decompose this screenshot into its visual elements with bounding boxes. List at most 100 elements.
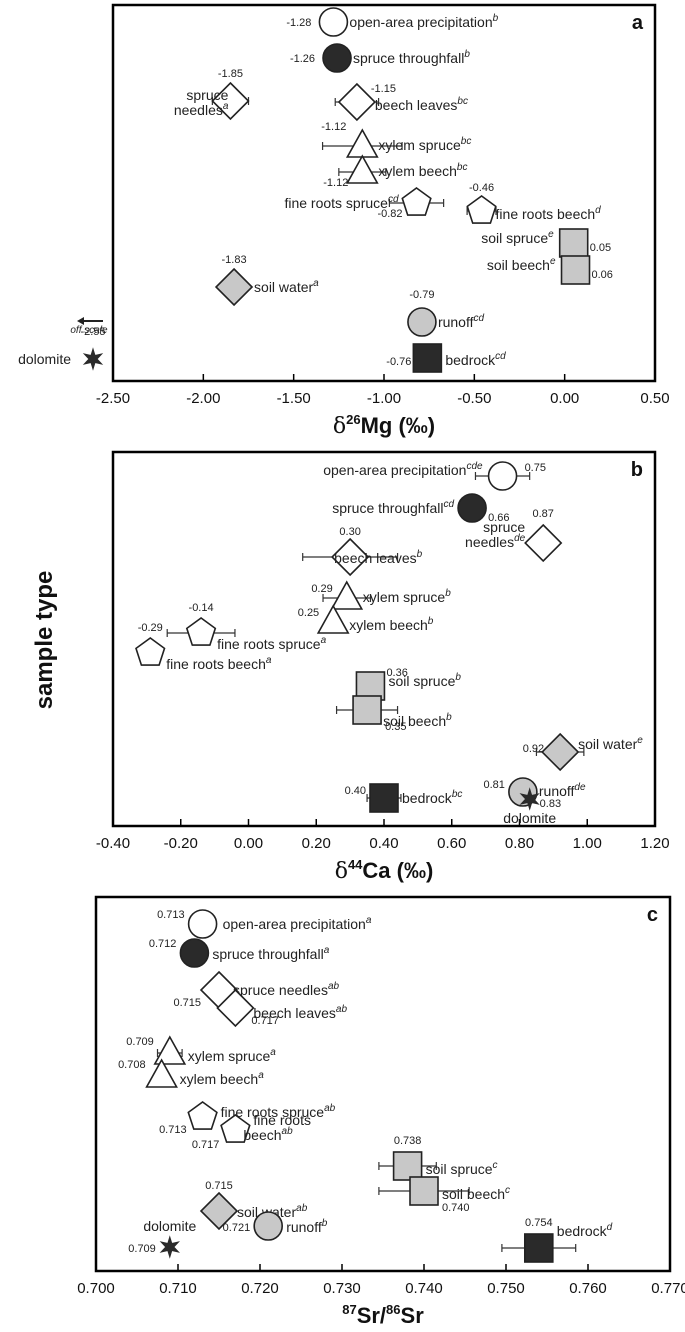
marker-diamond xyxy=(214,267,254,307)
point-label: open-area precipitationa xyxy=(223,915,372,932)
x-axis-title-sup2: 86 xyxy=(386,1302,400,1317)
marker-star xyxy=(82,347,104,371)
point-label-line1: spruce xyxy=(483,519,525,535)
marker-square xyxy=(523,1233,554,1263)
marker-circle xyxy=(487,461,518,491)
point-label-sup: b xyxy=(493,13,499,24)
value-label: 0.713 xyxy=(157,909,185,921)
point-label-text: bedrock xyxy=(557,1223,608,1239)
point-label-text: spruce needles xyxy=(233,982,328,998)
marker-square xyxy=(369,783,399,813)
marker-triangle xyxy=(316,604,350,634)
x-tick-label: 0.20 xyxy=(302,835,331,852)
value-label: 0.40 xyxy=(345,785,366,797)
value-label: 0.738 xyxy=(394,1135,422,1147)
point-label-text: soil spruce xyxy=(388,673,455,689)
marker-square xyxy=(558,228,589,258)
point-label-text: soil spruce xyxy=(426,1161,493,1177)
point-label-line1: spruce xyxy=(186,87,228,103)
point-label: beech leavesab xyxy=(253,1004,347,1021)
point-label-text: soil beech xyxy=(383,713,446,729)
point-label: bedrockd xyxy=(557,1222,613,1239)
value-label: 0.92 xyxy=(523,743,544,755)
value-label: -1.28 xyxy=(286,17,311,29)
point-label-text: dolomite xyxy=(18,351,71,367)
point-label: beech leavesb xyxy=(334,549,423,566)
point-label-sup: b xyxy=(417,549,423,560)
x-tick-label: -1.50 xyxy=(277,390,311,407)
value-label: 0.66 xyxy=(488,512,509,524)
x-tick-label: -1.00 xyxy=(367,390,401,407)
x-tick-label: 0.60 xyxy=(437,835,466,852)
marker-diamond xyxy=(541,732,580,772)
point-label-sup: cd xyxy=(473,313,484,324)
x-tick-label: 1.20 xyxy=(640,835,669,852)
marker-circle xyxy=(322,43,352,73)
x-tick-label: -2.50 xyxy=(96,390,130,407)
value-label: -0.29 xyxy=(138,622,163,634)
marker-triangle xyxy=(345,128,379,158)
value-label: -1.83 xyxy=(222,254,247,266)
value-label: -1.12 xyxy=(321,121,346,133)
point-label-sup: b xyxy=(455,672,461,683)
point-label-sup: c xyxy=(493,1160,498,1171)
point-label: open-area precipitationcde xyxy=(323,461,483,478)
x-axis-title-delta: δ xyxy=(335,859,348,884)
data-point: 0.66 spruce throughfallcd xyxy=(332,493,509,524)
point-label-text: beech leaves xyxy=(253,1005,336,1021)
point-label: xylem beechbc xyxy=(378,162,467,179)
marker-square xyxy=(409,1176,439,1206)
point-label-text: spruce throughfall xyxy=(332,500,443,516)
point-label-text: soil beech xyxy=(487,257,550,273)
point-label-line2: needlesde xyxy=(465,533,526,550)
value-label: 0.717 xyxy=(192,1139,220,1151)
point-label: fine roots beecha xyxy=(166,655,272,672)
value-label: 0.87 xyxy=(533,508,554,520)
point-label-text: bedrock xyxy=(402,790,453,806)
x-axis-title: 87Sr/86Sr xyxy=(342,1302,424,1328)
point-label-text: beech leaves xyxy=(334,550,417,566)
marker-triangle xyxy=(145,1058,178,1088)
marker-pentagon xyxy=(220,1114,251,1143)
x-tick-label: 0.00 xyxy=(550,390,579,407)
point-label-text: xylem beech xyxy=(180,1071,259,1087)
value-label: 0.25 xyxy=(298,607,319,619)
x-axis-title: δ44Ca (‰) xyxy=(335,857,434,884)
point-label: spruce throughfallcd xyxy=(332,499,454,516)
marker-diamond xyxy=(199,1191,239,1231)
point-label-text: xylem beech xyxy=(349,617,428,633)
point-label-text: xylem spruce xyxy=(363,589,446,605)
point-label: spruce throughfallb xyxy=(353,49,470,66)
point-label-sup: ab xyxy=(324,1103,336,1114)
point-label-sup: c xyxy=(505,1185,510,1196)
value-label: 0.75 xyxy=(525,462,546,474)
point-label-sup: a xyxy=(321,635,327,646)
point-label: fine roots spruceab xyxy=(221,1103,336,1120)
marker-diamond xyxy=(216,988,255,1028)
value-label: -2.55 xyxy=(80,326,105,338)
value-label: -0.76 xyxy=(386,356,411,368)
x-tick-label: 0.730 xyxy=(323,1280,361,1297)
point-label-text: soil beech xyxy=(442,1186,505,1202)
value-label: 0.721 xyxy=(223,1222,251,1234)
marker-circle xyxy=(407,307,437,337)
value-label: 0.29 xyxy=(311,583,332,595)
point-label: soil sprucec xyxy=(426,1160,498,1177)
point-label-sup: b xyxy=(445,588,451,599)
point-label-sup: ab xyxy=(282,1126,294,1137)
marker-diamond xyxy=(211,81,250,121)
panel-letter: a xyxy=(632,12,644,34)
x-tick-label: 0.700 xyxy=(77,1280,115,1297)
marker-circle xyxy=(187,909,218,939)
